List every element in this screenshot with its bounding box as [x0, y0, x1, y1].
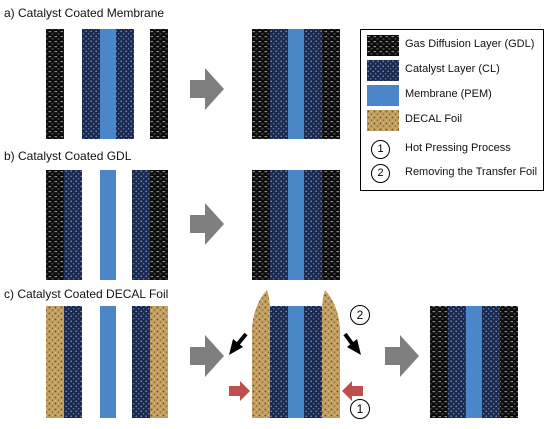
section-title-b: b) Catalyst Coated GDL — [4, 149, 132, 163]
row-c-before — [46, 306, 168, 418]
pem-swatch — [367, 85, 399, 106]
pem-layer — [100, 306, 116, 418]
legend-label: Hot Pressing Process — [405, 142, 511, 154]
pem-layer — [466, 306, 482, 418]
step-marker-hot-pressing: 1 — [350, 399, 370, 419]
row-a-after — [252, 29, 340, 139]
cl-layer — [132, 170, 150, 280]
process-arrow — [190, 203, 224, 245]
cl-layer — [82, 29, 100, 139]
cl-layer — [270, 306, 288, 418]
legend-label: Catalyst Layer (CL) — [405, 63, 500, 75]
step-number-badge: 2 — [371, 164, 390, 183]
gdl-layer — [46, 29, 64, 139]
cl-swatch — [367, 60, 399, 81]
cl-layer — [64, 170, 82, 280]
press-arrow-right — [342, 381, 363, 401]
legend-label: Membrane (PEM) — [405, 88, 492, 100]
row-b-after — [252, 170, 340, 280]
section-title-a: a) Catalyst Coated Membrane — [4, 6, 165, 20]
decal-layer — [150, 306, 168, 418]
section-title-c: c) Catalyst Coated DECAL Foil — [4, 287, 169, 301]
gdl-layer — [252, 170, 270, 280]
process-arrow — [190, 68, 224, 110]
row-b-before — [46, 170, 168, 280]
gdl-layer — [322, 170, 340, 280]
decal-layer — [46, 306, 64, 418]
legend-label: Gas Diffusion Layer (GDL) — [405, 38, 535, 50]
cl-layer — [132, 306, 150, 418]
pem-layer — [100, 29, 116, 139]
press-arrow-left — [229, 381, 250, 401]
step-marker-removing-foil: 2 — [350, 305, 370, 325]
gdl-layer — [46, 170, 64, 280]
peel-arrow-left — [229, 332, 248, 355]
cl-layer — [270, 29, 288, 139]
cl-layer — [482, 306, 500, 418]
cl-layer — [304, 170, 322, 280]
pem-layer — [288, 29, 304, 139]
peel-arrow-right — [343, 332, 361, 355]
row-a-before — [46, 29, 168, 139]
gdl-swatch — [367, 35, 399, 56]
cl-layer — [116, 29, 134, 139]
gdl-layer — [322, 29, 340, 139]
cl-layer — [448, 306, 466, 418]
step-number-badge: 1 — [371, 140, 390, 159]
cl-layer — [304, 306, 322, 418]
gdl-layer — [500, 306, 518, 418]
gdl-layer — [252, 29, 270, 139]
process-arrow — [190, 335, 224, 377]
legend-label: Removing the Transfer Foil — [405, 166, 538, 178]
decal-swatch — [367, 110, 399, 131]
pem-layer — [288, 306, 304, 418]
gdl-layer — [430, 306, 448, 418]
legend: Gas Diffusion Layer (GDL) Catalyst Layer… — [360, 29, 544, 191]
pem-layer — [100, 170, 116, 280]
legend-label: DECAL Foil — [405, 113, 463, 125]
cl-layer — [64, 306, 82, 418]
cl-layer — [304, 29, 322, 139]
cl-layer — [270, 170, 288, 280]
row-c-after — [430, 306, 518, 418]
process-arrow — [385, 335, 419, 377]
decal-foil-peeling — [252, 290, 270, 418]
gdl-layer — [150, 29, 168, 139]
decal-foil-peeling — [322, 290, 340, 418]
gdl-layer — [150, 170, 168, 280]
pem-layer — [288, 170, 304, 280]
row-c-pressing — [252, 290, 340, 418]
